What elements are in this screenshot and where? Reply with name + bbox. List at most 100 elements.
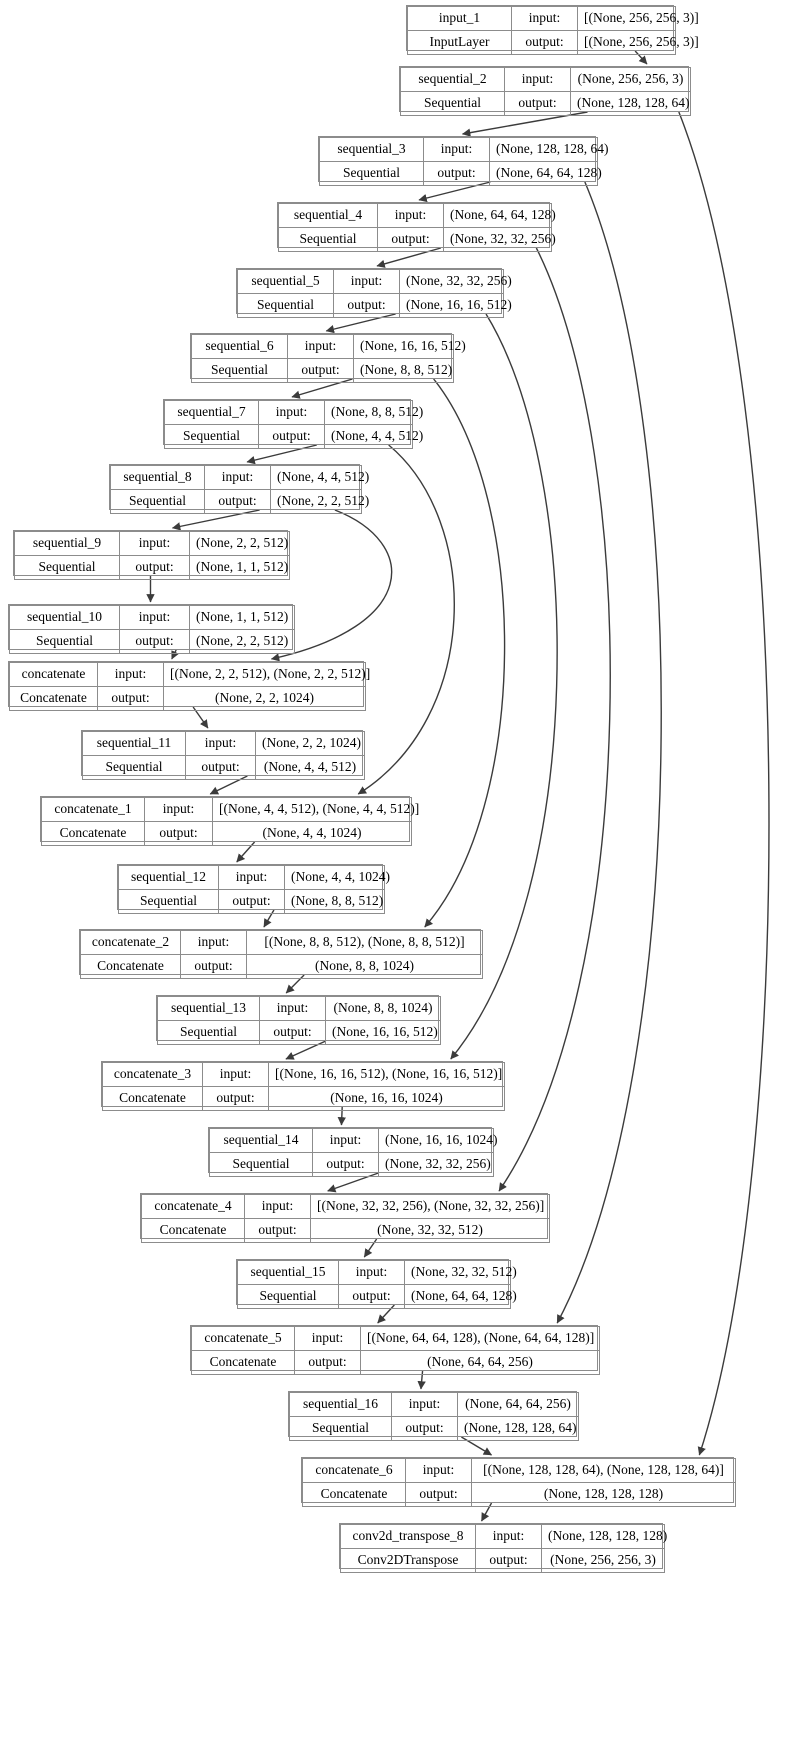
node-layer-name: sequential_2 [400, 67, 505, 92]
node-output-label: output: [258, 424, 325, 449]
node-layer-name: concatenate [9, 662, 98, 687]
node-layer-name: sequential_10 [9, 605, 120, 630]
node-input-label: input: [475, 1524, 542, 1549]
node-input-shape: (None, 128, 128, 64) [489, 137, 608, 162]
node-layer-class: Sequential [110, 489, 205, 514]
node-input-shape: (None, 2, 2, 1024) [255, 731, 365, 756]
node-output-label: output: [244, 1218, 311, 1243]
node-input-label: input: [333, 269, 400, 294]
node-input-label: input: [294, 1326, 361, 1351]
node-layer-name: sequential_13 [157, 996, 260, 1021]
node-layer-name: sequential_9 [14, 531, 120, 556]
edge-sequential_4-to-concatenate_4 [498, 247, 611, 1192]
node-input-shape: (None, 256, 256, 3) [570, 67, 691, 92]
node-layer-class: Sequential [157, 1020, 260, 1045]
node-input-label: input: [204, 465, 271, 490]
node-output-label: output: [294, 1350, 361, 1375]
node-input-shape: [(None, 32, 32, 256), (None, 32, 32, 256… [310, 1194, 550, 1219]
node-layer-class: Sequential [209, 1152, 313, 1177]
node-input-label: input: [423, 137, 490, 162]
node-layer-class: Concatenate [102, 1086, 203, 1111]
node-output-label: output: [391, 1416, 458, 1441]
node-output-shape: (None, 128, 128, 128) [471, 1482, 736, 1507]
node-input-shape: (None, 2, 2, 512) [189, 531, 290, 556]
node-output-label: output: [97, 686, 164, 711]
node-input-shape: (None, 1, 1, 512) [189, 605, 295, 630]
node-output-shape: (None, 128, 128, 64) [457, 1416, 579, 1441]
node-input-shape: [(None, 2, 2, 512), (None, 2, 2, 512)] [163, 662, 370, 687]
node-layer-name: sequential_11 [82, 731, 186, 756]
node-input-shape: (None, 16, 16, 1024) [378, 1128, 497, 1153]
node-output-shape: (None, 16, 16, 512) [325, 1020, 441, 1045]
node-layer-class: Sequential [400, 91, 505, 116]
node-input-label: input: [504, 67, 571, 92]
node-layer-name: concatenate_2 [80, 930, 181, 955]
node-layer-class: InputLayer [407, 30, 512, 55]
node-input-label: input: [144, 797, 213, 822]
node-layer-class: Sequential [82, 755, 186, 780]
node-layer-name: sequential_8 [110, 465, 205, 490]
node-output-shape: (None, 4, 4, 512) [255, 755, 365, 780]
node-output-shape: (None, 8, 8, 512) [284, 889, 385, 914]
edge-sequential_2-to-concatenate_6 [678, 111, 770, 1456]
node-input-label: input: [244, 1194, 311, 1219]
node-output-shape: [(None, 256, 256, 3)] [577, 30, 699, 55]
node-output-shape: (None, 4, 4, 512) [324, 424, 423, 449]
node-output-shape: (None, 32, 32, 256) [378, 1152, 494, 1177]
node-output-label: output: [377, 227, 444, 252]
node-layer-name: concatenate_4 [141, 1194, 245, 1219]
node-input-label: input: [97, 662, 164, 687]
node-input-label: input: [287, 334, 354, 359]
node-output-label: output: [119, 629, 190, 654]
node-output-label: output: [338, 1284, 405, 1309]
node-layer-class: Sequential [191, 358, 288, 383]
node-input-label: input: [259, 996, 326, 1021]
node-output-shape: (None, 2, 2, 512) [270, 489, 369, 514]
node-layer-class: Sequential [319, 161, 424, 186]
node-input-shape: [(None, 256, 256, 3)] [577, 6, 699, 31]
node-input-shape: (None, 128, 128, 128) [541, 1524, 667, 1549]
node-output-label: output: [259, 1020, 326, 1045]
node-input-shape: [(None, 128, 128, 64), (None, 128, 128, … [471, 1458, 736, 1483]
node-layer-class: Concatenate [191, 1350, 295, 1375]
node-output-label: output: [204, 489, 271, 514]
node-layer-name: conv2d_transpose_8 [340, 1524, 476, 1549]
node-input-shape: (None, 8, 8, 1024) [325, 996, 441, 1021]
node-output-shape: (None, 4, 4, 1024) [212, 821, 412, 846]
node-input-label: input: [258, 400, 325, 425]
node-output-shape: (None, 64, 64, 128) [404, 1284, 517, 1309]
node-layer-name: sequential_5 [237, 269, 334, 294]
node-output-label: output: [180, 954, 247, 979]
node-input-label: input: [312, 1128, 379, 1153]
edge-sequential_7-to-concatenate_1 [357, 444, 455, 795]
node-input-shape: (None, 4, 4, 512) [270, 465, 369, 490]
node-output-label: output: [405, 1482, 472, 1507]
node-output-shape: (None, 256, 256, 3) [541, 1548, 665, 1573]
node-input-label: input: [185, 731, 256, 756]
node-output-label: output: [119, 555, 190, 580]
node-output-label: output: [511, 30, 578, 55]
node-output-label: output: [504, 91, 571, 116]
node-input-label: input: [338, 1260, 405, 1285]
node-input-label: input: [119, 531, 190, 556]
node-layer-class: Concatenate [141, 1218, 245, 1243]
node-input-shape: [(None, 8, 8, 512), (None, 8, 8, 512)] [246, 930, 483, 955]
edge-sequential_3-to-concatenate_5 [556, 181, 662, 1324]
node-layer-class: Sequential [164, 424, 259, 449]
node-layer-name: sequential_6 [191, 334, 288, 359]
node-output-shape: (None, 2, 2, 1024) [163, 686, 366, 711]
node-output-label: output: [185, 755, 256, 780]
node-output-label: output: [218, 889, 285, 914]
node-input-shape: [(None, 16, 16, 512), (None, 16, 16, 512… [268, 1062, 505, 1087]
node-layer-class: Conv2DTranspose [340, 1548, 476, 1573]
